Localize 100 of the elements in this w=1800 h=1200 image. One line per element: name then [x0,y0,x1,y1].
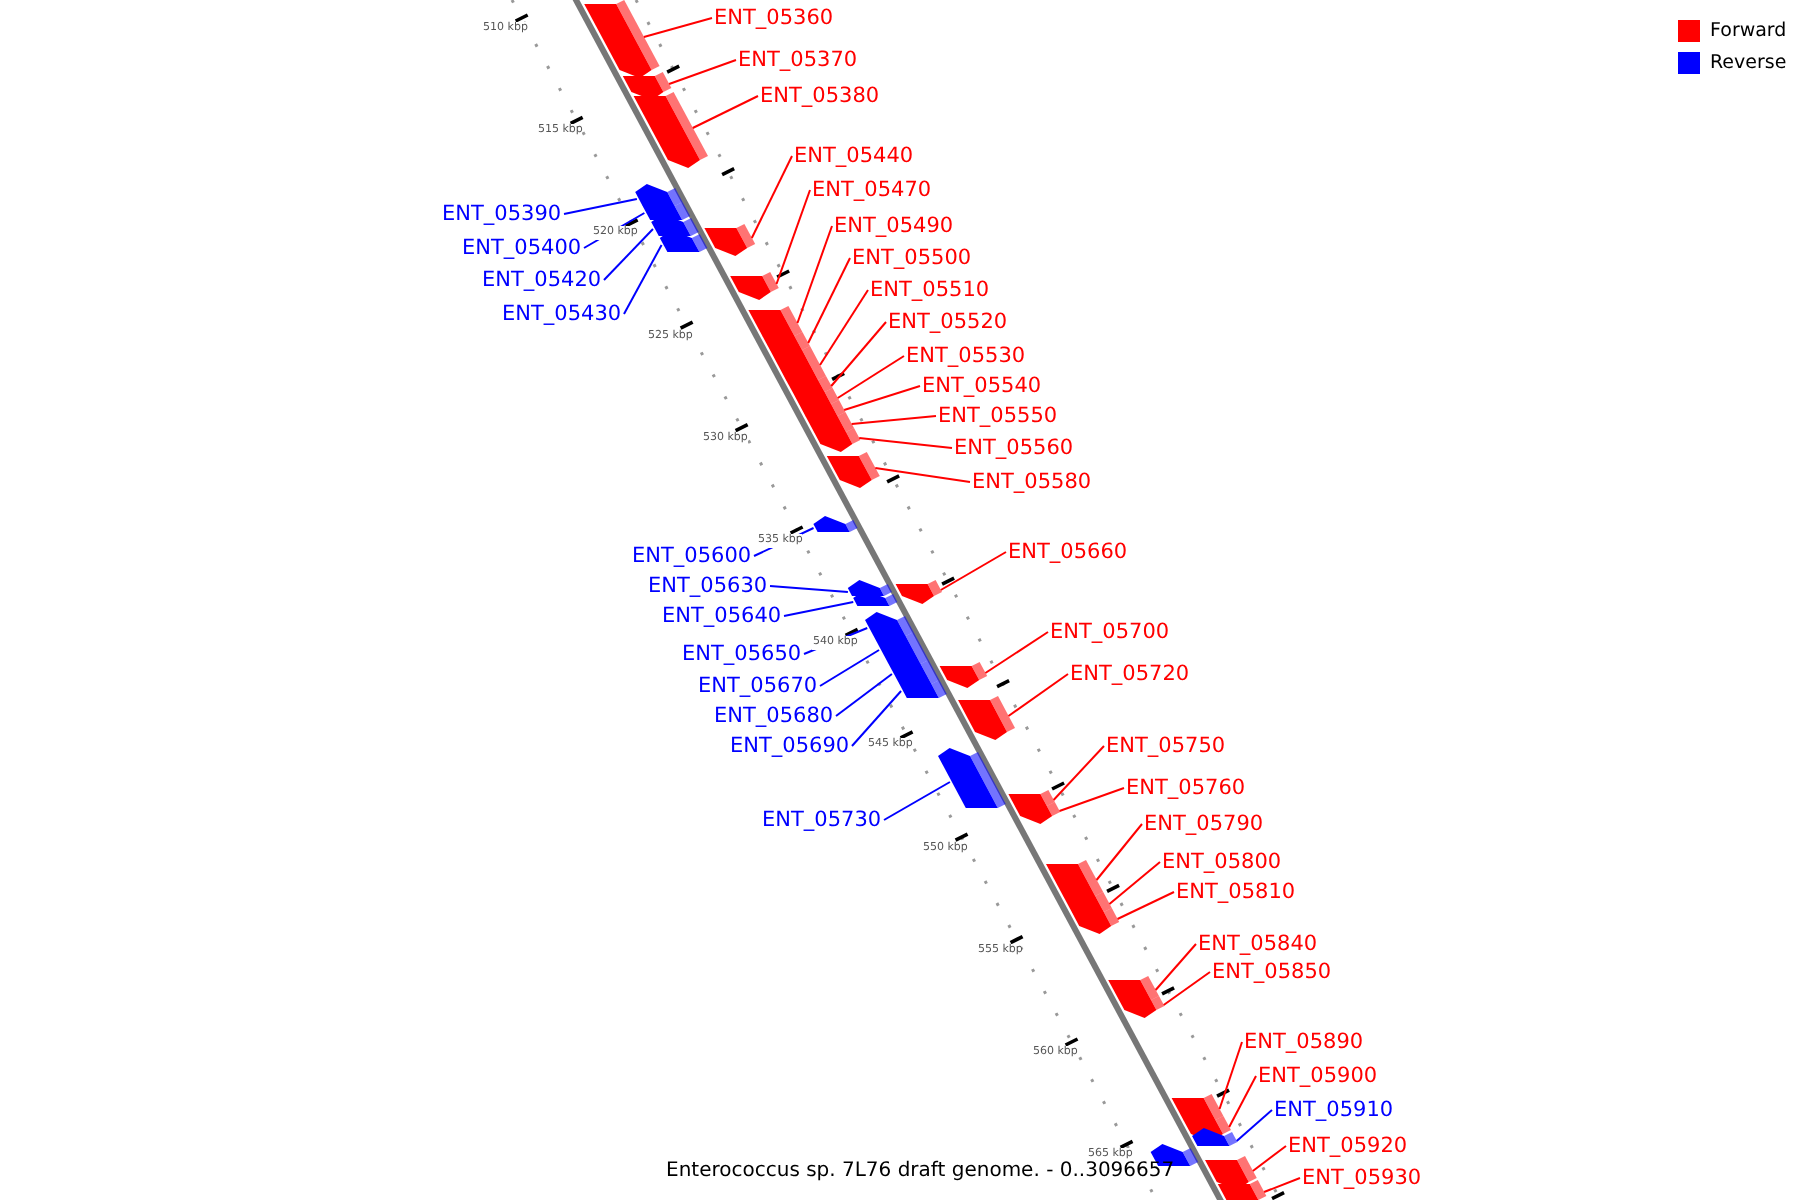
gene-block [642,198,691,220]
leader-line [1095,823,1143,881]
gene-label: ENT_05730 [762,807,882,833]
leader-line [796,225,833,324]
gene-label: ENT_05640 [662,603,782,629]
gene-label: ENT_05910 [1274,1097,1394,1123]
gene-block [814,428,861,452]
leader-line [1058,787,1125,812]
leader-line [769,585,849,593]
gene-label: ENT_05680 [714,703,834,729]
gene-label: ENT_05370 [738,47,858,73]
leader-line [563,198,638,215]
gene-label: ENT_05810 [1176,879,1296,905]
gene-label: ENT_05580 [972,469,1092,495]
leader-line [819,289,869,366]
leader-line [1218,1041,1243,1110]
legend-label: Forward [1710,18,1787,44]
gene-label: ENT_05720 [1070,661,1190,687]
caption: Enterococcus sp. 7L76 draft genome. - 0..3096657 [666,1160,1175,1184]
leader-line [1263,1177,1301,1193]
gene-label: ENT_05660 [1008,539,1128,565]
gene-block [651,214,699,236]
gene-block [704,224,756,256]
leader-line [858,437,953,449]
gene-label: ENT_05420 [482,267,602,293]
gene-block [813,516,858,532]
gene-block [659,230,708,252]
leader-line [1007,673,1069,717]
gene-label: ENT_05490 [834,213,954,239]
leader-line [851,690,903,747]
gene-label: ENT_05560 [954,435,1074,461]
gene-label: ENT_05650 [682,641,802,667]
leader-line [883,781,951,821]
leader-line [1235,1109,1273,1142]
gene-label: ENT_05840 [1198,931,1318,957]
gene-block [730,272,779,300]
gene-block [1205,1156,1257,1190]
gene-label: ENT_05690 [730,733,850,759]
gene-label: ENT_05360 [714,5,834,31]
gene-block [958,696,1015,740]
gene-label: ENT_05510 [870,277,990,303]
leader-line [1108,861,1161,905]
gene-label: ENT_05470 [812,177,932,203]
gene-label: ENT_05600 [632,543,752,569]
gene-label: ENT_05700 [1050,619,1170,645]
gene-block [1071,908,1120,934]
leader-line [783,601,855,617]
gene-label: ENT_05630 [648,573,768,599]
gene-label: ENT_05520 [888,309,1008,335]
gene-label: ENT_05930 [1302,1165,1422,1191]
leader-line [775,189,811,285]
gene-label: ENT_05380 [760,83,880,109]
gene-block [899,676,947,698]
gene-label: ENT_05750 [1106,733,1226,759]
leader-line [1116,891,1175,920]
gene-block [1192,1128,1238,1146]
gene-block [873,628,929,664]
gene-label: ENT_05670 [698,673,818,699]
leader-line [750,155,793,239]
leader-line [939,551,1007,591]
leader-line [1251,1145,1287,1172]
leader-line [642,17,713,38]
gene-label: ENT_05430 [502,301,622,327]
gene-block [939,662,988,688]
gene-label: ENT_05440 [794,143,914,169]
leader-line [603,228,654,281]
leader-line [819,649,881,687]
gene-block [826,452,880,488]
gene-label: ENT_05550 [938,403,1058,429]
gene-label: ENT_05790 [1144,811,1264,837]
leader-line [1154,943,1197,991]
leader-line [1228,1075,1257,1128]
leader-line [984,631,1049,674]
gene-block [1014,802,1061,824]
gene-block [853,590,898,606]
leader-line [623,244,663,315]
gene-block [1217,1180,1267,1200]
leader-line [668,59,737,85]
gene-label: ENT_05920 [1288,1133,1408,1159]
gene-label: ENT_05890 [1244,1029,1364,1055]
gene-label: ENT_05800 [1162,849,1282,875]
leader-line [874,467,971,483]
gene-block [622,72,672,100]
leader-line [583,212,646,249]
gene-label: ENT_05760 [1126,775,1246,801]
leader-line [1052,745,1105,801]
leader-line [835,673,893,717]
gene-label: ENT_05400 [462,235,582,261]
gene-label: ENT_05530 [906,343,1026,369]
leader-line [691,95,759,129]
gene-label: ENT_05850 [1212,959,1332,985]
gene-label: ENT_05390 [442,201,562,227]
leader-line [850,415,937,425]
gene-label: ENT_05500 [852,245,972,271]
leader-line [843,385,921,411]
gene-block [1119,996,1165,1018]
leader-line [1162,971,1211,1006]
legend-label: Reverse [1710,50,1787,76]
leader-line [836,355,905,399]
gene-block [938,748,1006,808]
